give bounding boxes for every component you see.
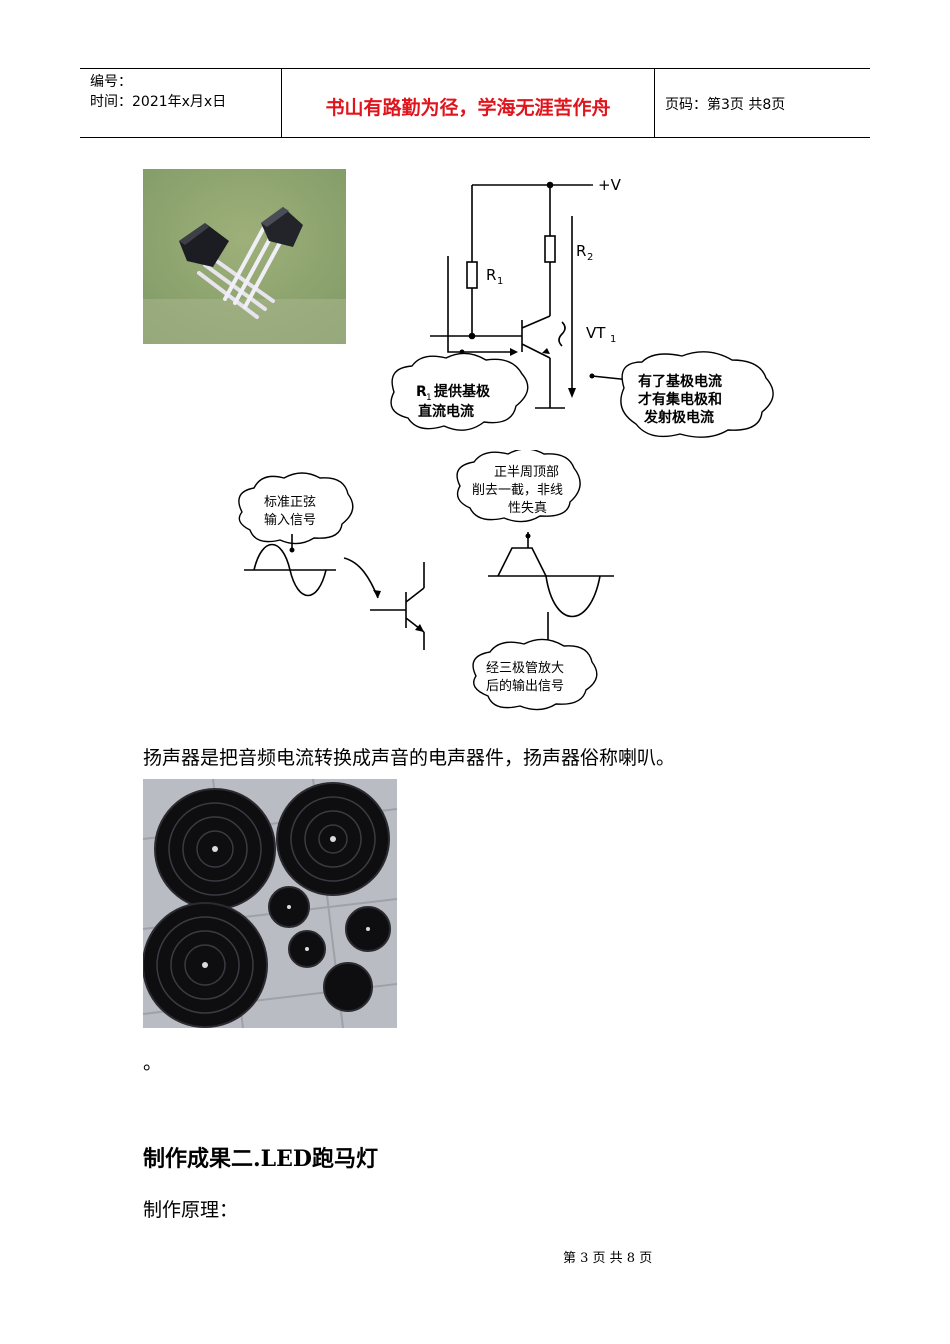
r2-label: R: [576, 242, 586, 260]
bubble-r1-subscript: 1: [426, 393, 432, 403]
bubble-base-text-2: 才有集电极和: [638, 391, 722, 408]
r1-callout-bubble: [390, 352, 529, 431]
input-callout-text-1: 标准正弦: [264, 494, 316, 510]
section-heading: 制作成果二.LED跑马灯: [143, 1146, 378, 1172]
page-footer: 第 3 页 共 8 页: [563, 1251, 653, 1266]
distortion-waveform-diagram: 标准正弦 输入信号 正半周顶部 削去一截，非线 性失真 经三极管放大 后的输出信…: [238, 450, 614, 711]
bubble-r1-letter: R: [416, 384, 427, 400]
r1-subscript: 1: [497, 276, 503, 287]
bubble-base-text-3: 发射极电流: [643, 409, 714, 426]
period-mark: 。: [143, 1052, 163, 1074]
clip-callout-text-2: 削去一截，非线: [472, 483, 563, 498]
base-current-callout-bubble: [620, 351, 774, 438]
transistor-photo: [143, 169, 346, 344]
r1-label: R: [486, 266, 496, 284]
bubble-r1-text: 提供基极: [434, 383, 491, 400]
bubble-base-text-1: 有了基极电流: [638, 373, 722, 390]
header-divider: [281, 69, 282, 137]
header-time: 时间：2021年x月x日: [90, 94, 227, 110]
header-page-code: 页码：第3页 共8页: [665, 97, 786, 113]
amplifier-circuit-diagram: +V R 1 R 2 VT 1 R 1 提供基极 直流电流 有了基极电流 才有集…: [390, 176, 774, 438]
header-meta: 编号： 时间：2021年x月x日: [90, 72, 226, 112]
output-callout-text-2: 后的输出信号: [486, 678, 564, 694]
principle-label: 制作原理：: [143, 1199, 239, 1221]
header-divider: [654, 69, 655, 137]
speakers-photo: [143, 779, 397, 1028]
clip-callout-text-3: 性失真: [508, 501, 547, 516]
vt-subscript: 1: [610, 334, 616, 345]
page-header: 编号： 时间：2021年x月x日 书山有路勤为径，学海无涯苦作舟 页码：第3页 …: [80, 68, 870, 138]
input-callout-text-2: 输入信号: [264, 512, 316, 528]
output-callout-text-1: 经三极管放大: [486, 661, 564, 676]
input-signal-callout-bubble: [238, 472, 354, 545]
header-number: 编号：: [90, 74, 132, 90]
vt-label: VT: [586, 324, 606, 342]
header-motto: 书山有路勤为径，学海无涯苦作舟: [325, 97, 611, 119]
output-signal-callout-bubble: [472, 638, 598, 711]
supply-label: +V: [598, 176, 622, 194]
speaker-paragraph: 扬声器是把音频电流转换成声音的电声器件，扬声器俗称喇叭。: [143, 747, 676, 769]
clipping-callout-bubble: [456, 450, 581, 523]
r2-subscript: 2: [587, 252, 593, 263]
clip-callout-text-1: 正半周顶部: [494, 465, 559, 480]
bubble-r1-text-2: 直流电流: [418, 403, 474, 420]
